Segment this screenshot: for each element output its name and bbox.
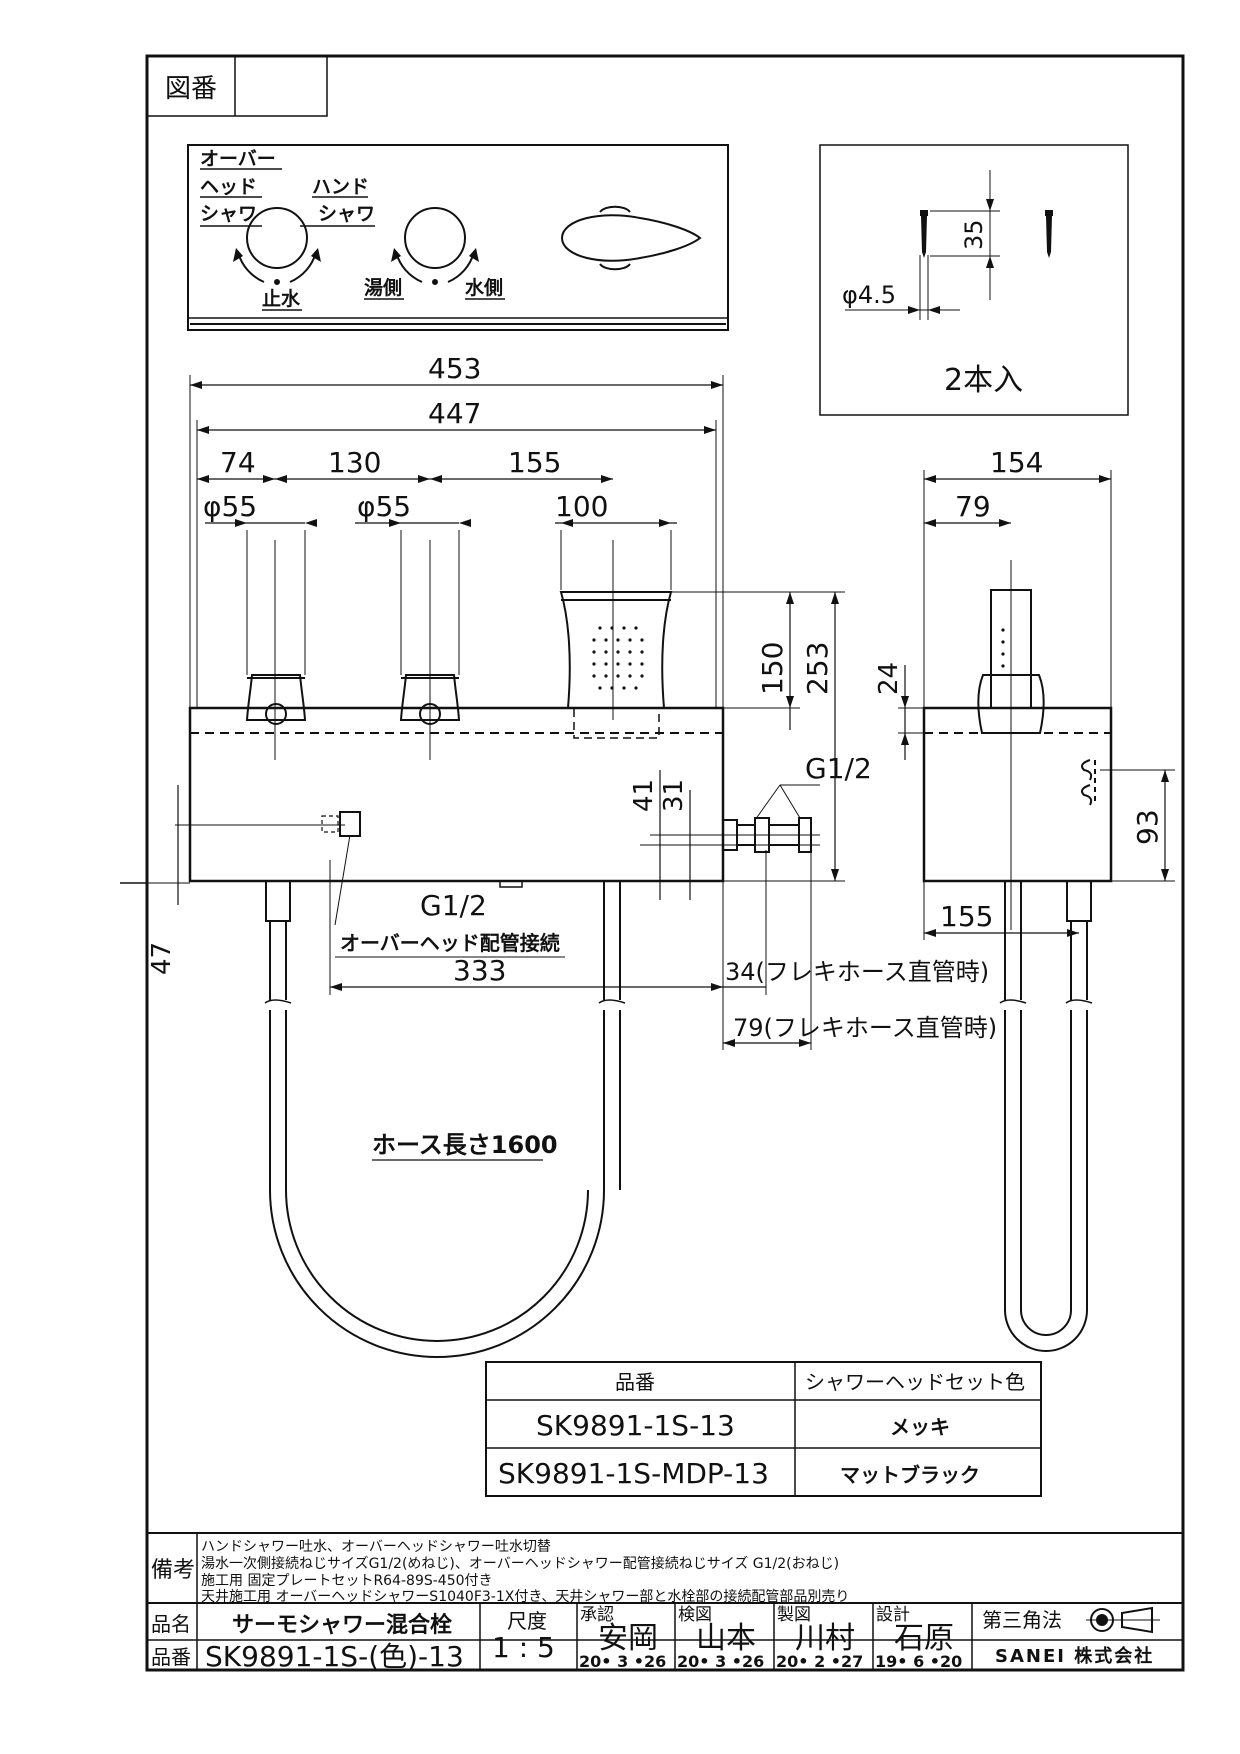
screw-diameter: φ4.5: [842, 281, 896, 309]
table-row-2-part: SK9891-1S-MDP-13: [498, 1457, 769, 1490]
dim-155: 155: [508, 446, 561, 479]
label-overhead-3: シャワ: [200, 203, 257, 225]
label-hand-1: ハンド: [312, 176, 369, 198]
zuban-box: 図番: [146, 55, 328, 117]
label-hand-2: シャワ: [318, 203, 375, 225]
remarks-block: 備考 ハンドシャワー吐水、オーバーヘッドシャワー吐水切替 湯水一次側接続ねじサイ…: [151, 1533, 849, 1605]
dim-side-93: 93: [1131, 809, 1164, 845]
table-row-2-color: マットブラック: [840, 1463, 980, 1487]
hand-shower-head: [559, 591, 673, 709]
design-role: 設計: [876, 1605, 910, 1625]
dim-253: 253: [801, 642, 834, 695]
remarks-line-2: 湯水一次側接続ねじサイズG1/2(めねじ)、オーバーヘッドシャワー配管接続ねじサ…: [201, 1555, 839, 1572]
dim-74: 74: [220, 446, 256, 479]
shower-hose: [264, 880, 626, 1358]
check-date: 20• 3 •26: [677, 1652, 764, 1671]
dim-333: 333: [453, 954, 506, 987]
hose-length: ホース長さ1600: [372, 1131, 558, 1159]
label-overhead-1: オーバー: [200, 148, 276, 170]
side-dimensions: [898, 470, 1175, 940]
dim-side-155: 155: [940, 900, 993, 933]
approve-role: 承認: [580, 1605, 614, 1625]
approve-date: 20• 3 •26: [579, 1652, 666, 1671]
design-date: 19• 6 •20: [875, 1652, 962, 1671]
dim-phi55-a: φ55: [203, 490, 257, 523]
overhead-selector-knob: [246, 207, 308, 269]
draw-name: 川村: [795, 1621, 855, 1656]
dim-447: 447: [428, 397, 481, 430]
side-dimension-labels: 154 79 24 93 155: [874, 446, 1164, 933]
check-name: 山本: [696, 1621, 756, 1656]
remarks-line-4: 天井施工用 オーバーヘッドシャワーS1040F3-1X付き、天井シャワー部と水栓…: [201, 1588, 849, 1605]
dim-side-79: 79: [955, 490, 991, 523]
draw-role: 製図: [777, 1605, 811, 1625]
g12-overhead: G1/2: [420, 889, 487, 922]
dim-34-flex: 34(フレキホース直管時): [725, 958, 989, 986]
shower-head-top: [560, 214, 702, 262]
design-name: 石原: [894, 1621, 954, 1656]
scale-value: 1 : 5: [492, 1631, 555, 1664]
dim-side-154: 154: [990, 446, 1043, 479]
check-role: 検図: [678, 1605, 712, 1625]
temperature-knob: [404, 207, 466, 269]
draw-date: 20• 2 •27: [776, 1652, 863, 1671]
dim-150: 150: [756, 642, 789, 695]
remarks-label: 備考: [151, 1558, 195, 1583]
remarks-line-1: ハンドシャワー吐水、オーバーヘッドシャワー吐水切替: [201, 1539, 551, 1555]
dim-453: 453: [428, 352, 481, 385]
screw-detail: 35 φ4.5 2本入: [819, 144, 1129, 416]
front-dimension-labels: 453 447 74 130 155 φ55 φ55 100 150 253 4…: [147, 352, 997, 1159]
number-label: 品番: [151, 1645, 191, 1669]
side-view: [922, 560, 1113, 1352]
projection-method: 第三角法: [982, 1608, 1062, 1632]
dim-side-24: 24: [874, 662, 904, 695]
dim-31: 31: [659, 779, 689, 812]
label-stop-water: 止水: [262, 288, 301, 310]
dim-47: 47: [147, 942, 177, 975]
third-angle-symbol: [1086, 1606, 1160, 1634]
product-name: サーモシャワー混合栓: [232, 1612, 452, 1638]
side-dimension-arrows: [901, 475, 1169, 937]
table-header-color: シャワーヘッドセット色: [805, 1370, 1025, 1394]
screw-quantity: 2本入: [944, 363, 1023, 398]
dim-79-flex: 79(フレキホース直管時): [733, 1014, 997, 1042]
label-cold-side: 水側: [465, 277, 503, 299]
overhead-connection-label: オーバーヘッド配管接続: [340, 931, 560, 955]
dim-41: 41: [629, 779, 659, 812]
color-table: 品番 シャワーヘッドセット色 SK9891-1S-13 メッキ SK9891-1…: [485, 1361, 1042, 1497]
table-header-part: 品番: [615, 1370, 655, 1394]
dim-phi55-b: φ55: [357, 490, 411, 523]
label-overhead-2: ヘッド: [200, 176, 257, 198]
label-hot-side: 湯側: [364, 277, 402, 299]
product-number: SK9891-1S-(色)-13: [205, 1640, 464, 1673]
spray-dots: [592, 626, 644, 690]
remarks-line-3: 施工用 固定プレートセットR64-89S-450付き: [201, 1573, 493, 1589]
table-row-1-color: メッキ: [890, 1415, 950, 1439]
front-panel-view: オーバー ヘッド シャワ ハンド シャワ 止水 湯側 水側: [187, 144, 729, 331]
g12-inlet: G1/2: [805, 752, 872, 785]
table-row-1-part: SK9891-1S-13: [536, 1409, 735, 1442]
dim-130: 130: [328, 446, 381, 479]
front-dimensions: [177, 375, 845, 1161]
screw-length: 35: [960, 219, 988, 250]
approve-name: 安岡: [598, 1621, 658, 1656]
title-block: 品名 サーモシャワー混合栓 品番 SK9891-1S-(色)-13 尺度 1 :…: [151, 1603, 1160, 1673]
dim-100: 100: [555, 490, 608, 523]
front-view-body: [120, 530, 820, 888]
name-label: 品名: [151, 1612, 191, 1636]
company-name: SANEI 株式会社: [995, 1645, 1154, 1667]
zuban-label: 図番: [165, 74, 217, 104]
front-dimension-arrows: [190, 381, 839, 1047]
scale-label: 尺度: [507, 1609, 547, 1633]
